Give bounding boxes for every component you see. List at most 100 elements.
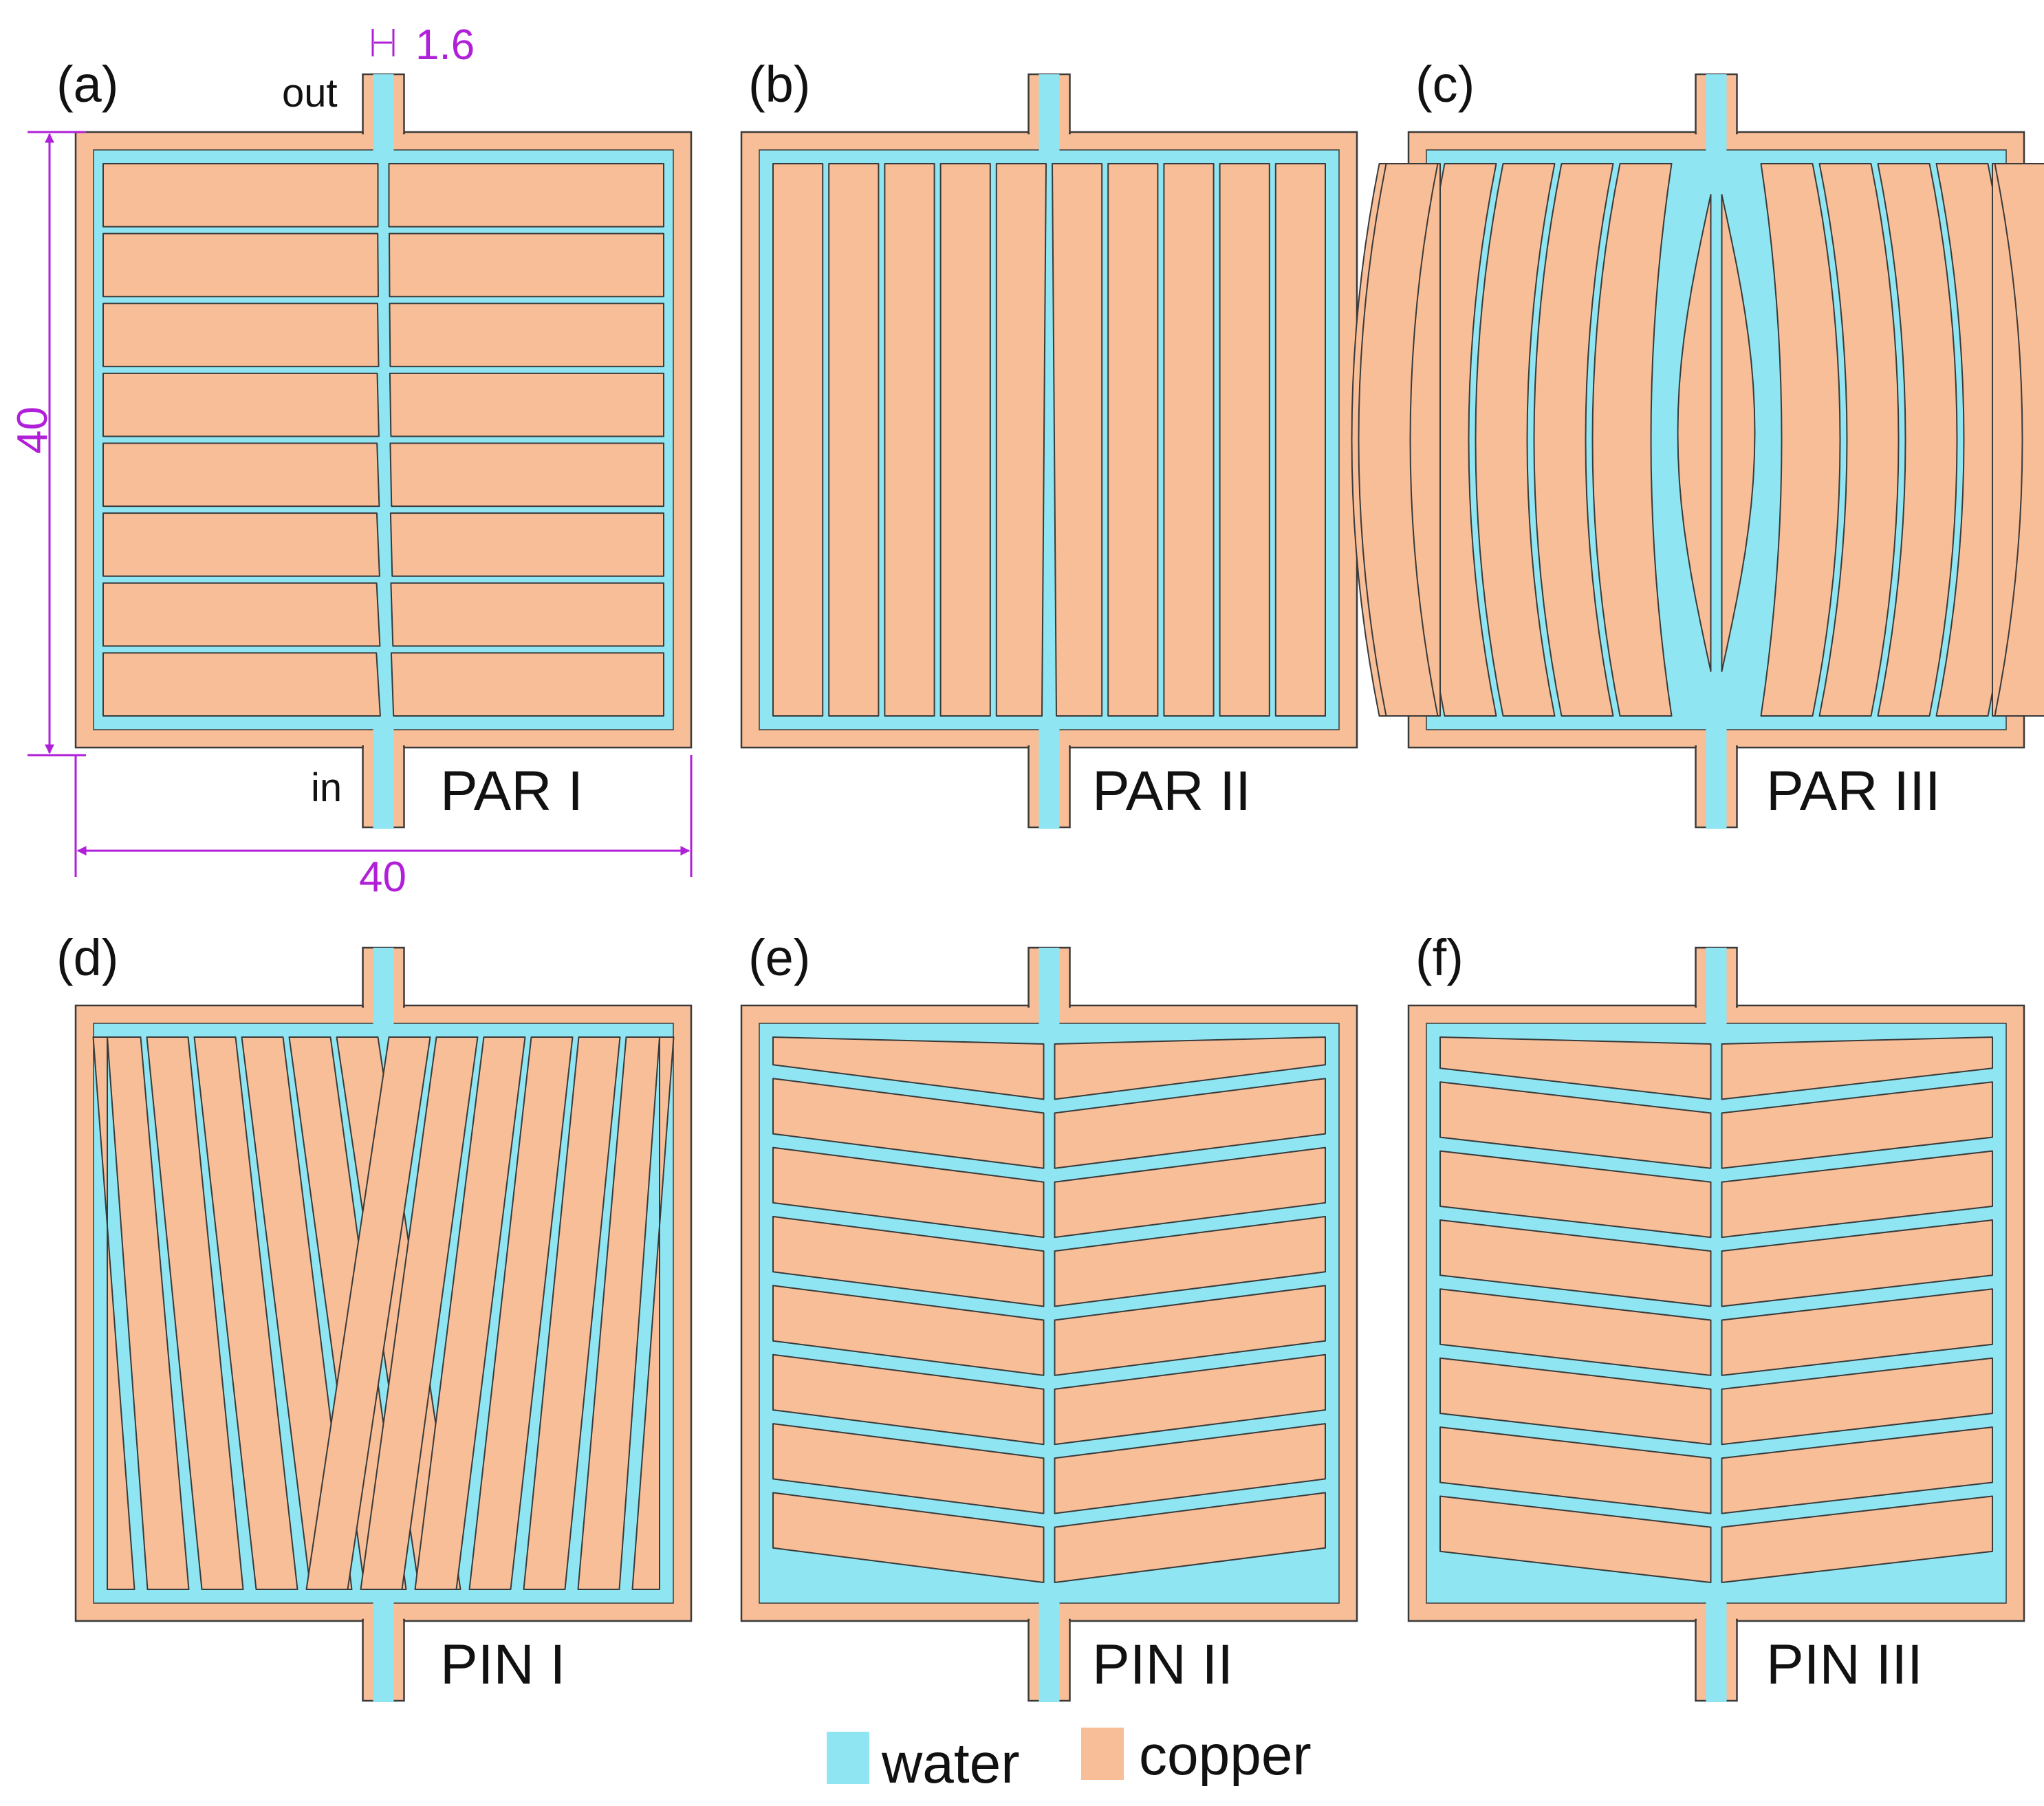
copper-fin bbox=[102, 442, 380, 508]
copper-fin bbox=[102, 232, 379, 298]
copper-fin bbox=[1721, 1219, 1993, 1307]
design-name: PIN III bbox=[1766, 1633, 1923, 1696]
copper-fin bbox=[1054, 1078, 1326, 1169]
copper-fin bbox=[1439, 1495, 1712, 1583]
design-name: PAR III bbox=[1766, 760, 1941, 823]
copper-fin bbox=[388, 163, 664, 228]
design-name: PAR I bbox=[440, 760, 583, 823]
copper-fin bbox=[1677, 194, 1712, 672]
copper-fin bbox=[305, 1036, 431, 1590]
panel-d: (d) PIN I bbox=[56, 929, 693, 1702]
outlet-channel bbox=[1039, 74, 1060, 151]
copper-fin bbox=[389, 442, 664, 508]
copper-fin bbox=[828, 163, 880, 717]
legend-water-label: water bbox=[881, 1732, 1020, 1795]
channel-pattern-pin2 bbox=[772, 1036, 1326, 1583]
copper-fin bbox=[414, 1036, 526, 1590]
copper-fin bbox=[1439, 1426, 1712, 1514]
outlet-channel bbox=[1706, 74, 1727, 151]
copper-fin bbox=[360, 1036, 479, 1590]
panel-e: (e) PIN II bbox=[740, 929, 1358, 1702]
copper-fin bbox=[523, 1036, 621, 1590]
copper-fin bbox=[1274, 163, 1326, 717]
inlet-label: in bbox=[311, 765, 342, 810]
panel-b: (b) PAR II bbox=[740, 56, 1358, 829]
copper-fin bbox=[102, 303, 380, 367]
copper-fin bbox=[1054, 1215, 1326, 1307]
panel-a: (a) PAR I out in 40 40 1.6 bbox=[9, 21, 693, 901]
outlet-channel bbox=[1706, 948, 1727, 1025]
copper-fin bbox=[389, 512, 664, 577]
copper-fin bbox=[772, 1423, 1045, 1514]
copper-fin bbox=[1439, 1288, 1712, 1376]
legend-copper-swatch bbox=[1081, 1728, 1124, 1780]
copper-fin bbox=[1721, 1036, 1993, 1100]
copper-fin bbox=[1721, 1150, 1993, 1239]
copper-fin bbox=[389, 372, 664, 437]
outlet-label: out bbox=[282, 71, 338, 116]
copper-fin bbox=[772, 1146, 1045, 1239]
copper-fin bbox=[1054, 1285, 1326, 1376]
panel-label: (c) bbox=[1415, 56, 1475, 113]
copper-fin bbox=[1721, 1288, 1993, 1376]
copper-fin bbox=[1760, 163, 1841, 717]
copper-fin bbox=[884, 163, 935, 717]
copper-fin bbox=[468, 1036, 574, 1590]
copper-fin bbox=[1591, 163, 1673, 717]
copper-fin bbox=[146, 1036, 244, 1590]
copper-fin bbox=[1721, 1357, 1993, 1446]
copper-fin bbox=[1219, 163, 1270, 717]
legend-water-swatch bbox=[827, 1732, 869, 1784]
design-name: PAR II bbox=[1092, 760, 1251, 823]
design-name: PIN I bbox=[440, 1633, 565, 1696]
copper-fin bbox=[1054, 1353, 1326, 1446]
copper-fin bbox=[1877, 163, 1958, 717]
inlet-channel bbox=[1039, 1602, 1060, 1702]
outlet-channel bbox=[1039, 948, 1060, 1025]
copper-fin bbox=[1439, 1150, 1712, 1239]
copper-fin bbox=[389, 303, 664, 367]
legend: water copper bbox=[827, 1724, 1312, 1795]
copper-fin bbox=[995, 163, 1047, 717]
copper-fin bbox=[1439, 1081, 1712, 1169]
copper-fin bbox=[102, 512, 380, 577]
panel-label: (b) bbox=[748, 56, 810, 113]
copper-fin bbox=[1533, 163, 1614, 717]
inlet-channel bbox=[1706, 728, 1727, 829]
inlet-channel bbox=[1039, 728, 1060, 829]
copper-fin bbox=[1439, 1219, 1712, 1307]
copper-fin bbox=[1163, 163, 1215, 717]
copper-fin bbox=[1054, 1492, 1326, 1583]
copper-fin bbox=[772, 1036, 1045, 1100]
copper-fin bbox=[772, 1492, 1045, 1583]
copper-fin bbox=[92, 1036, 135, 1590]
copper-fin bbox=[390, 582, 664, 647]
copper-fin bbox=[102, 163, 379, 228]
copper-fin bbox=[390, 652, 664, 717]
copper-fin bbox=[1439, 1357, 1712, 1446]
copper-fin bbox=[1721, 194, 1756, 672]
copper-fin bbox=[102, 582, 381, 647]
channel-width-dimension: 1.6 bbox=[415, 21, 475, 69]
copper-fin bbox=[1721, 1495, 1993, 1583]
copper-fin bbox=[102, 372, 380, 437]
channel-pattern-par3 bbox=[1351, 163, 2044, 717]
copper-fin bbox=[772, 1353, 1045, 1446]
dimension-lines bbox=[28, 29, 693, 877]
channel-pattern-pin3 bbox=[1439, 1036, 1993, 1583]
design-name: PIN II bbox=[1092, 1633, 1233, 1696]
channel-pattern-par1 bbox=[102, 163, 664, 717]
panel-c: (c) PAR III bbox=[1351, 56, 2044, 829]
copper-fin bbox=[1818, 163, 1900, 717]
copper-fin bbox=[772, 1285, 1045, 1376]
copper-fin bbox=[193, 1036, 298, 1590]
copper-fin bbox=[1721, 1426, 1993, 1514]
outlet-channel bbox=[373, 948, 394, 1025]
copper-fin bbox=[1107, 163, 1159, 717]
copper-fin bbox=[772, 163, 824, 717]
panel-f: (f) PIN III bbox=[1407, 929, 2025, 1702]
panel-label: (f) bbox=[1415, 929, 1464, 986]
copper-fin bbox=[1054, 1423, 1326, 1514]
copper-fin bbox=[107, 1036, 190, 1590]
